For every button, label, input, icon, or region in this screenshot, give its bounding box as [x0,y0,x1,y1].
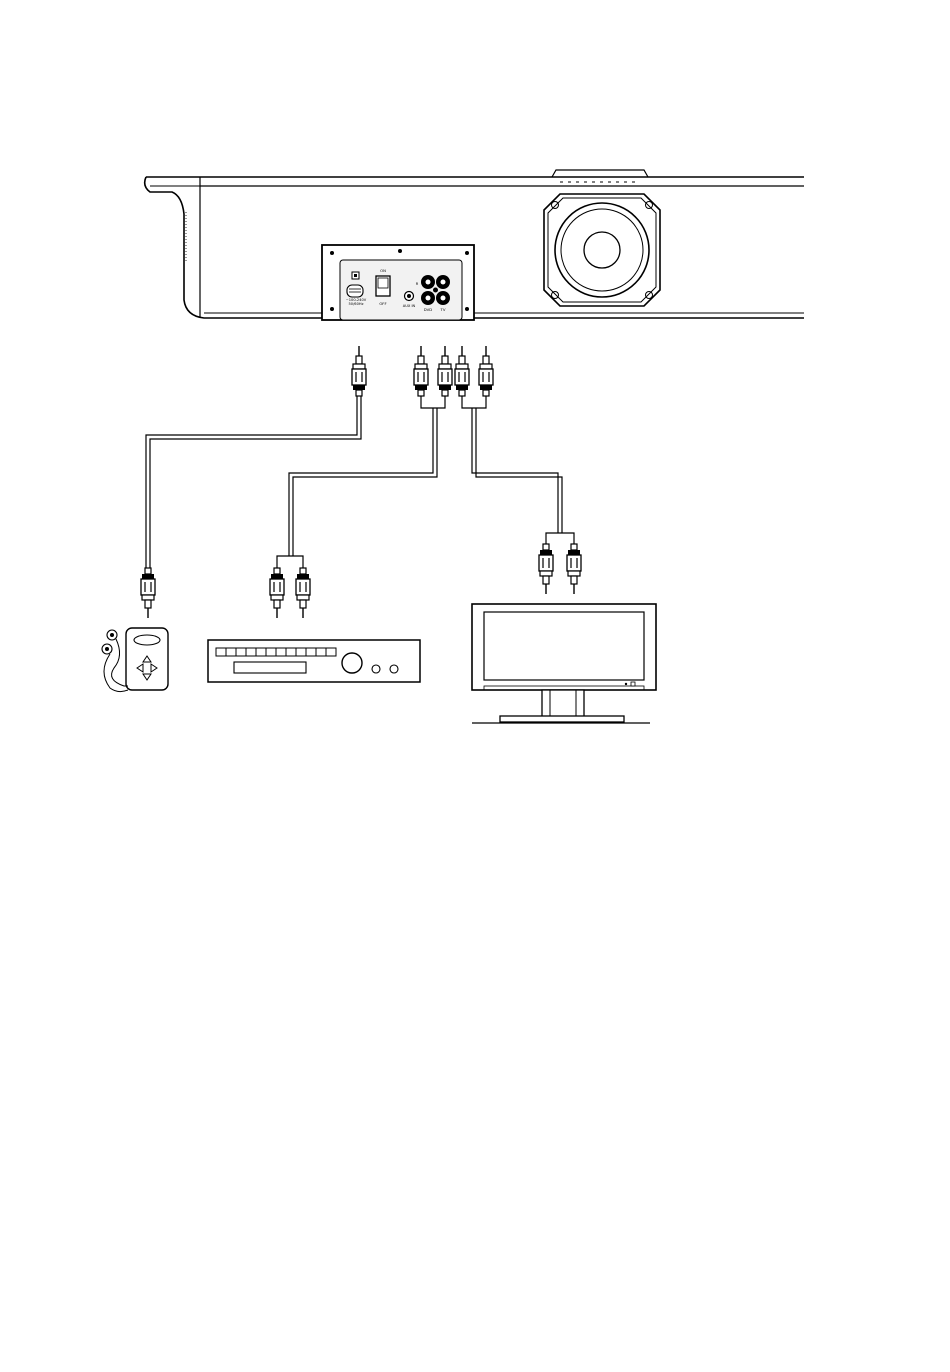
disc-tray [234,662,306,673]
power-sublabel: 50/60Hz [349,302,364,306]
connector-panel: ~100-240V 50/60Hz ON OFF AUX IN R DVD TV [322,245,474,320]
tv-plug-left-top [455,346,469,396]
aux-plug-bottom [141,568,155,618]
tv-label: TV [440,307,446,312]
subwoofer-driver-icon [544,194,660,306]
aux-plug-top [352,346,366,396]
dvd-player-icon [208,640,420,682]
tv-plug-right-top [479,346,493,396]
volume-knob [342,653,362,673]
dvd-plug-right-top [438,346,452,396]
dvd-button-row [216,648,336,656]
switch-off-label: OFF [379,301,386,306]
dvd-label: DVD [424,307,432,312]
mp3-player-icon [102,628,168,692]
tv-plug-right-bottom [567,544,581,594]
aux-label: AUX IN [403,304,416,308]
tv-plug-left-bottom [539,544,553,594]
earphones-icon [102,630,128,692]
switch-on-label: ON [380,268,386,273]
cables [146,395,574,570]
tv-stand-base [500,716,624,722]
dvd-plug-left-bottom [270,568,284,618]
flat-screen-tv-icon [472,604,656,723]
tv-stand-neck [542,690,584,718]
dvd-plug-left-top [414,346,428,396]
dvd-plug-right-bottom [296,568,310,618]
